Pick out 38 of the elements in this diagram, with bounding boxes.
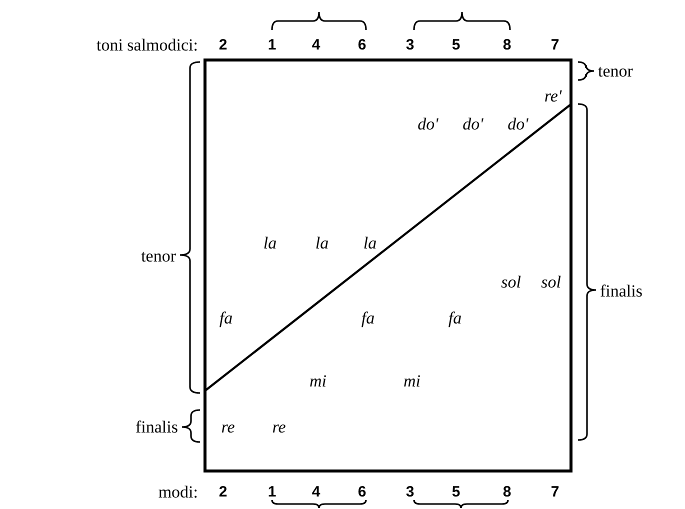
mode-number: 4 [312,484,320,500]
mode-number: 8 [502,484,512,500]
solmization-syllable: la [363,234,377,252]
mode-number: 3 [406,484,414,500]
row-label: modi: [158,484,198,500]
solmization-syllable: re [221,418,235,436]
tone-number: 7 [550,38,560,52]
solmization-syllable: sol [541,274,561,290]
solmization-syllable: fa [448,310,462,326]
tone-number: 3 [406,38,414,52]
mode-number: 5 [452,484,460,500]
mode-number: 1 [268,484,276,500]
solmization-syllable: re [272,418,286,436]
solmization-syllable: mi [404,372,420,390]
section-label: finalis [600,282,642,300]
section-label: tenor [598,62,633,80]
solmization-syllable: la [263,234,277,252]
mode-number: 2 [218,484,228,500]
solmization-syllable: do' [462,116,484,132]
section-label: tenor [141,248,176,264]
solmization-syllable: fa [361,310,375,326]
tone-number: 4 [312,38,320,52]
mode-number: 7 [550,484,560,500]
row-label: toni salmodici: [96,36,198,54]
section-label: finalis [136,418,178,436]
solmization-syllable: mi [310,372,326,390]
solmization-syllable: la [315,234,329,252]
solmization-syllable: sol [501,274,521,290]
mode-number: 6 [358,484,366,500]
solmization-syllable: do' [418,116,438,132]
tone-number: 1 [268,38,276,52]
solmization-syllable: re' [544,88,562,104]
tone-number: 8 [502,38,512,52]
solmization-syllable: do' [508,116,528,132]
tone-number: 2 [218,38,228,52]
tone-number: 6 [358,38,366,52]
tone-number: 5 [452,38,460,52]
solmization-syllable: fa [219,310,233,326]
